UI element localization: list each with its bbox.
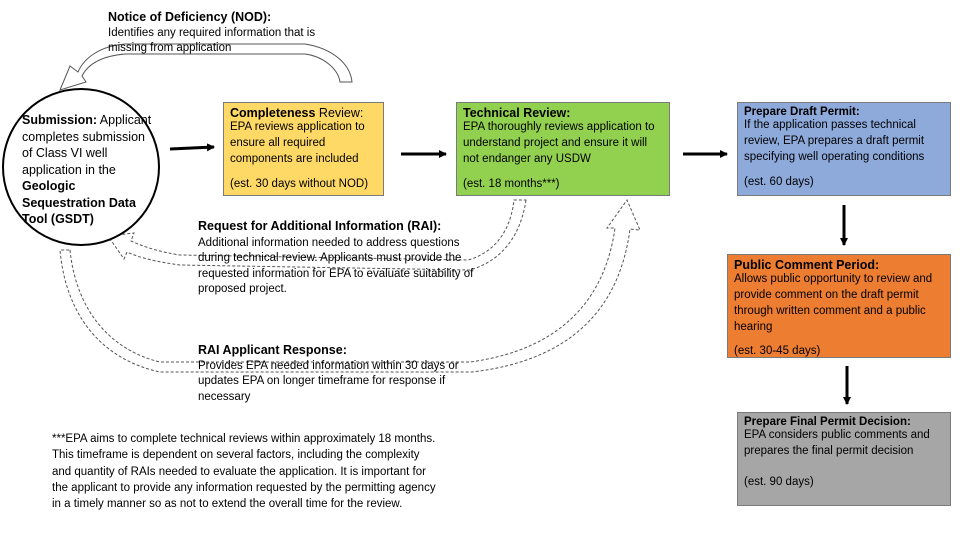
- submission-tool-name: Geologic Sequestration Data Tool (GSDT): [22, 179, 136, 226]
- final-permit-box: Prepare Final Permit Decision: EPA consi…: [737, 412, 951, 506]
- rai-response-arrow: [59, 198, 641, 373]
- rai-annotation: Request for Additional Information (RAI)…: [198, 218, 488, 298]
- rai-response-title: RAI Applicant Response:: [198, 343, 347, 357]
- submission-text: Submission: Applicant completes submissi…: [22, 112, 154, 228]
- rai-body: Additional information needed to address…: [198, 236, 474, 296]
- submission-title: Submission:: [22, 113, 98, 127]
- final-estimate: (est. 90 days): [744, 475, 814, 488]
- public-comment-box: Public Comment Period: Allows public opp…: [727, 254, 951, 358]
- draft-title: Prepare Draft Permit:: [744, 106, 860, 118]
- completeness-body: EPA reviews application to ensure all re…: [230, 121, 365, 165]
- technical-review-box: Technical Review: EPA thoroughly reviews…: [456, 102, 670, 196]
- completeness-estimate: (est. 30 days without NOD): [230, 177, 369, 190]
- public-estimate: (est. 30-45 days): [734, 345, 821, 358]
- completeness-title-rest: Review:: [315, 106, 364, 120]
- technical-title: Technical Review:: [463, 106, 571, 120]
- completeness-title: Completeness Review:: [230, 106, 377, 120]
- public-body: Allows public opportunity to review and …: [734, 273, 933, 333]
- draft-permit-box: Prepare Draft Permit: If the application…: [737, 102, 951, 196]
- completeness-title-bold: Completeness: [230, 106, 316, 120]
- rai-title: Request for Additional Information (RAI)…: [198, 219, 442, 233]
- final-title: Prepare Final Permit Decision:: [744, 416, 911, 428]
- nod-annotation: Notice of Deficiency (NOD): Identifies a…: [108, 9, 323, 57]
- public-title: Public Comment Period:: [734, 258, 880, 272]
- nod-body: Identifies any required information that…: [108, 26, 316, 55]
- draft-estimate: (est. 60 days): [744, 175, 814, 188]
- arrow-submission-to-completeness: [169, 143, 215, 152]
- final-body: EPA considers public comments and prepar…: [744, 429, 930, 457]
- footnote: ***EPA aims to complete technical review…: [52, 433, 436, 511]
- completeness-review-box: Completeness Review: EPA reviews applica…: [223, 102, 384, 196]
- rai-response-annotation: RAI Applicant Response: Provides EPA nee…: [198, 342, 488, 405]
- draft-body: If the application passes technical revi…: [744, 119, 925, 163]
- rai-response-body: Provides EPA needed information within 3…: [198, 359, 459, 403]
- technical-body: EPA thoroughly reviews application to un…: [463, 121, 655, 165]
- technical-estimate: (est. 18 months***): [463, 177, 560, 190]
- submission-body: Applicant completes submission of Class …: [22, 113, 152, 177]
- submission-circle: Submission: Applicant completes submissi…: [2, 88, 160, 246]
- nod-title: Notice of Deficiency (NOD):: [108, 10, 272, 24]
